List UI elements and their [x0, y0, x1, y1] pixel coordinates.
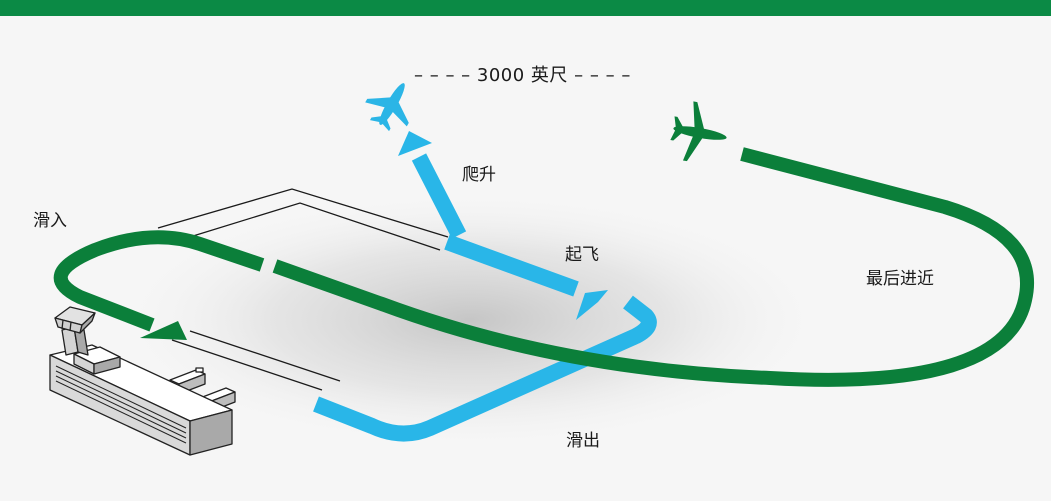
climb-path	[411, 153, 467, 239]
final-approach-label: 最后进近	[866, 269, 934, 289]
final-approach-path	[272, 147, 1035, 387]
departing-airplane-icon	[365, 83, 409, 132]
altitude-value: 3000 英尺	[476, 65, 568, 86]
header-bar	[0, 0, 1051, 16]
climb-arrowhead	[398, 131, 432, 156]
arrival-path	[53, 147, 1035, 387]
runway	[157, 188, 449, 391]
taxi-in-path	[53, 230, 265, 332]
taxi-in-arrowhead	[140, 321, 187, 340]
departure-path	[313, 153, 657, 442]
taxi-in-label: 滑入	[33, 211, 67, 231]
taxi-out-path	[313, 295, 657, 442]
takeoff-roll-path	[444, 234, 579, 297]
airport-terminal-icon	[49, 306, 236, 456]
arriving-airplane-icon	[670, 101, 727, 162]
altitude-label: – – – – 3000 英尺 – – – –	[414, 61, 631, 87]
altitude-dash-left: – – – –	[414, 65, 471, 86]
taxi-out-label: 滑出	[566, 431, 600, 451]
altitude-dash-right: – – – –	[574, 65, 631, 86]
ground-shadow	[110, 190, 830, 450]
takeoff-label: 起飞	[565, 245, 599, 265]
taxi-out-arrowhead	[576, 290, 608, 320]
climb-label: 爬升	[462, 165, 496, 185]
